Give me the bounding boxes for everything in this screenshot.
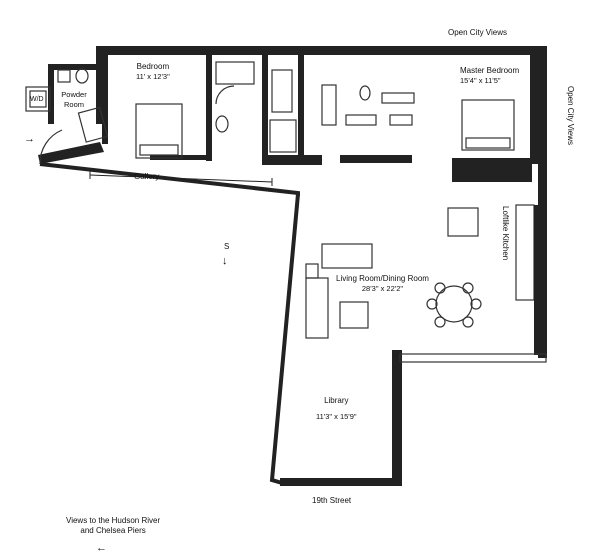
- compass-label: S: [224, 242, 230, 251]
- sofa-side: [305, 277, 329, 339]
- dining-table: [435, 285, 473, 323]
- entry-door-swing: [39, 129, 63, 165]
- wall-bath-closet: [262, 54, 268, 164]
- wall-corridor-bottom: [340, 155, 412, 163]
- wall-powder-left: [48, 64, 54, 124]
- open-city-views-top: Open City Views: [448, 28, 507, 37]
- ottoman: [339, 301, 369, 329]
- powder-sink: [57, 69, 71, 83]
- closet-rack-a: [381, 92, 415, 104]
- library-label: Library 11'3" x 15'9": [316, 396, 357, 421]
- compass-arrow-icon: ↓: [222, 255, 228, 267]
- master-toilet: [359, 85, 371, 101]
- bedroom-bed: [135, 103, 183, 159]
- master-bed: [461, 99, 515, 151]
- toilet: [215, 115, 229, 133]
- wall-master-right-seg: [530, 54, 542, 164]
- kitchen-island: [447, 207, 479, 237]
- hudson-views-label: Views to the Hudson River and Chelsea Pi…: [66, 516, 161, 535]
- kitchen-counter: [515, 204, 535, 301]
- washer-dryer-unit: [25, 86, 51, 112]
- wall-gallery-top: [102, 54, 108, 144]
- wall-right: [538, 46, 547, 358]
- side-table: [305, 263, 319, 279]
- living-dining-label: Living Room/Dining Room 28'3" x 22'2": [336, 274, 429, 293]
- gallery-dimension-line: [89, 174, 273, 183]
- wall-powder-top: [48, 64, 98, 70]
- closet-rack-c: [389, 114, 413, 126]
- wall-closet-bottom: [262, 155, 322, 165]
- kitchen-wall: [534, 205, 544, 355]
- powder-toilet: [75, 68, 89, 84]
- gallery-label: Gallery: [134, 172, 160, 181]
- master-vanity: [321, 84, 337, 126]
- wall-master-bottom: [452, 158, 532, 182]
- wall-master-left: [298, 54, 304, 164]
- entry-arrow-icon: →: [24, 133, 35, 145]
- open-city-views-right: Open City Views: [566, 86, 575, 145]
- wall-top: [96, 46, 546, 55]
- wall-living-outline: [39, 162, 300, 196]
- wall-bedroom-bath: [206, 54, 212, 161]
- wall-living-bottom: [399, 353, 547, 363]
- closet-rack-b: [345, 114, 377, 126]
- wall-bedroom-left: [96, 54, 104, 124]
- street-label: 19th Street: [312, 496, 352, 505]
- wall-library-right: [392, 350, 402, 486]
- washer-dryer-label: W/D: [30, 96, 44, 103]
- bathtub: [215, 61, 255, 85]
- gallery-shelving: [77, 106, 109, 143]
- bath-door-swing: [215, 85, 235, 105]
- wall-gallery-angled: [38, 142, 104, 164]
- wall-library-bottom: [280, 478, 398, 486]
- master-bedroom-label: Master Bedroom 15'4" x 11'5": [460, 66, 520, 85]
- shower: [271, 69, 293, 113]
- powder-room-label: Powder Room: [61, 90, 87, 109]
- hudson-arrow-icon: ←: [96, 542, 107, 554]
- sofa: [321, 243, 373, 269]
- bedroom-label: Bedroom 11' x 12'3": [136, 62, 170, 81]
- closet-shelves: [269, 119, 297, 153]
- wall-living-left: [269, 193, 300, 485]
- kitchen-label: Loftlike Kitchen: [501, 206, 510, 261]
